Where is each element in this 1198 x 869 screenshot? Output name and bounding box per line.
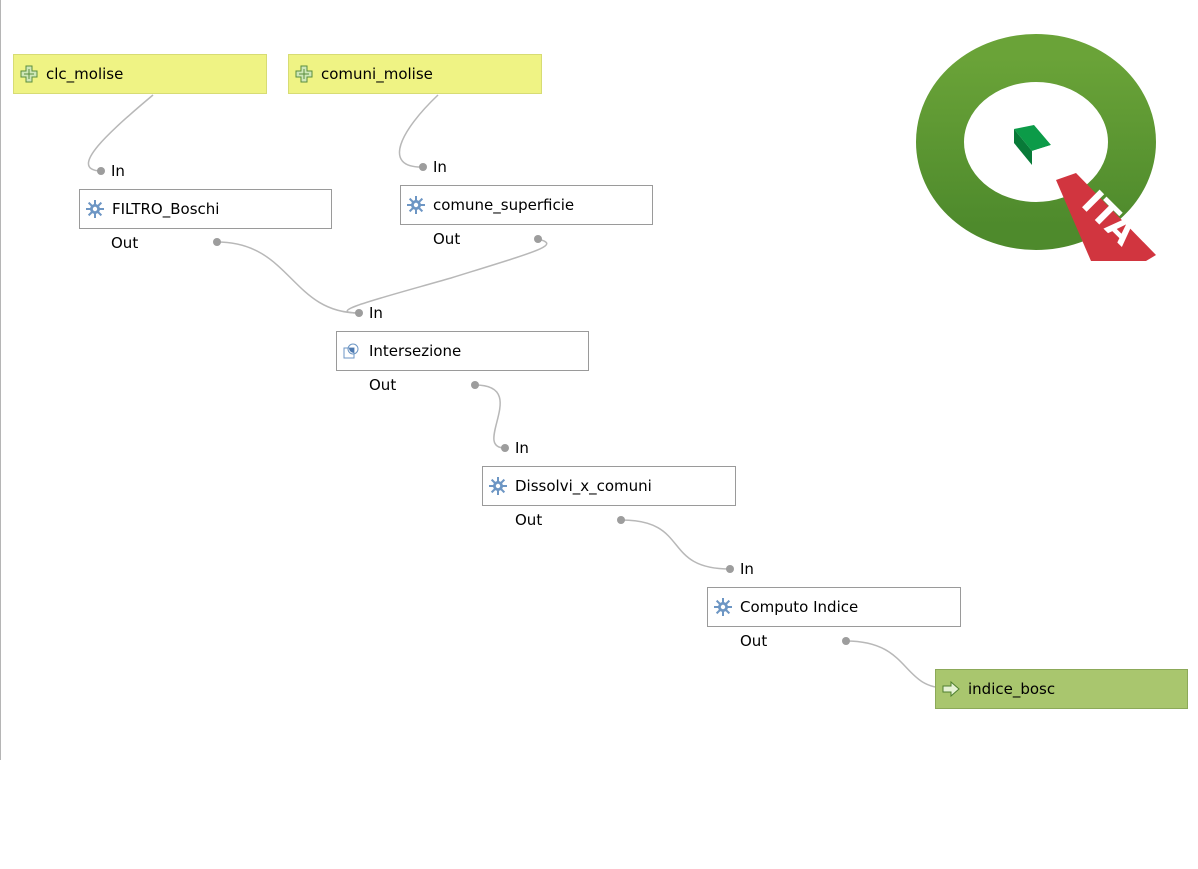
in-port-label: In (740, 560, 754, 578)
out-port-dot[interactable] (471, 381, 479, 389)
gear-icon (489, 477, 507, 495)
input-node-label: comuni_molise (321, 65, 433, 83)
out-port-dot[interactable] (842, 637, 850, 645)
gear-icon (407, 196, 425, 214)
in-port-dot[interactable] (419, 163, 427, 171)
add-input-icon (295, 65, 313, 83)
in-port-dot[interactable] (355, 309, 363, 317)
link-superficie-to-intersezione (346, 238, 548, 314)
algorithm-node-label: Dissolvi_x_comuni (515, 477, 652, 495)
intersection-icon (343, 343, 359, 359)
model-canvas[interactable]: clc_molise comuni_molise In FILTRO_Bosch… (0, 0, 1198, 760)
input-node-label: clc_molise (46, 65, 124, 83)
algorithm-node-filtro-boschi[interactable]: FILTRO_Boschi (79, 189, 332, 229)
add-input-icon (20, 65, 38, 83)
algorithm-node-label: FILTRO_Boschi (112, 200, 220, 218)
output-arrow-icon (942, 680, 960, 698)
algorithm-node-computo-indice[interactable]: Computo Indice (707, 587, 961, 627)
link-computo-to-output (845, 640, 947, 689)
algorithm-node-label: Intersezione (369, 342, 462, 360)
gear-icon (86, 200, 104, 218)
input-node-comuni-molise[interactable]: comuni_molise (288, 54, 542, 94)
in-port-label: In (433, 158, 447, 176)
out-port-label: Out (433, 230, 461, 248)
in-port-dot[interactable] (97, 167, 105, 175)
algorithm-node-dissolvi-x-comuni[interactable]: Dissolvi_x_comuni (482, 466, 736, 506)
out-port-label: Out (111, 234, 139, 252)
link-comuni-to-superficie (398, 94, 439, 168)
input-node-clc-molise[interactable]: clc_molise (13, 54, 267, 94)
out-port-label: Out (515, 511, 543, 529)
algorithm-node-label: comune_superficie (433, 196, 575, 214)
output-node-label: indice_bosc (968, 680, 1056, 698)
algorithm-node-label: Computo Indice (740, 598, 859, 616)
out-port-dot[interactable] (617, 516, 625, 524)
out-port-dot[interactable] (534, 235, 542, 243)
link-intersezione-to-dissolvi (474, 384, 506, 449)
link-dissolvi-to-computo (620, 519, 731, 570)
algorithm-node-comune-superficie[interactable]: comune_superficie (400, 185, 653, 225)
link-filtro-to-intersezione (216, 241, 360, 314)
in-port-dot[interactable] (726, 565, 734, 573)
qgis-ita-logo: ITA (916, 34, 1156, 261)
in-port-label: In (111, 162, 125, 180)
algorithm-node-intersezione[interactable]: Intersezione (336, 331, 589, 371)
in-port-label: In (369, 304, 383, 322)
gear-icon (714, 598, 732, 616)
in-port-label: In (515, 439, 529, 457)
out-port-dot[interactable] (213, 238, 221, 246)
in-port-dot[interactable] (501, 444, 509, 452)
out-port-label: Out (740, 632, 768, 650)
link-clc-to-filtro (87, 94, 154, 172)
connection-lines (87, 94, 947, 689)
out-port-label: Out (369, 376, 397, 394)
output-node-indice-bosc[interactable]: indice_bosc (935, 669, 1188, 709)
